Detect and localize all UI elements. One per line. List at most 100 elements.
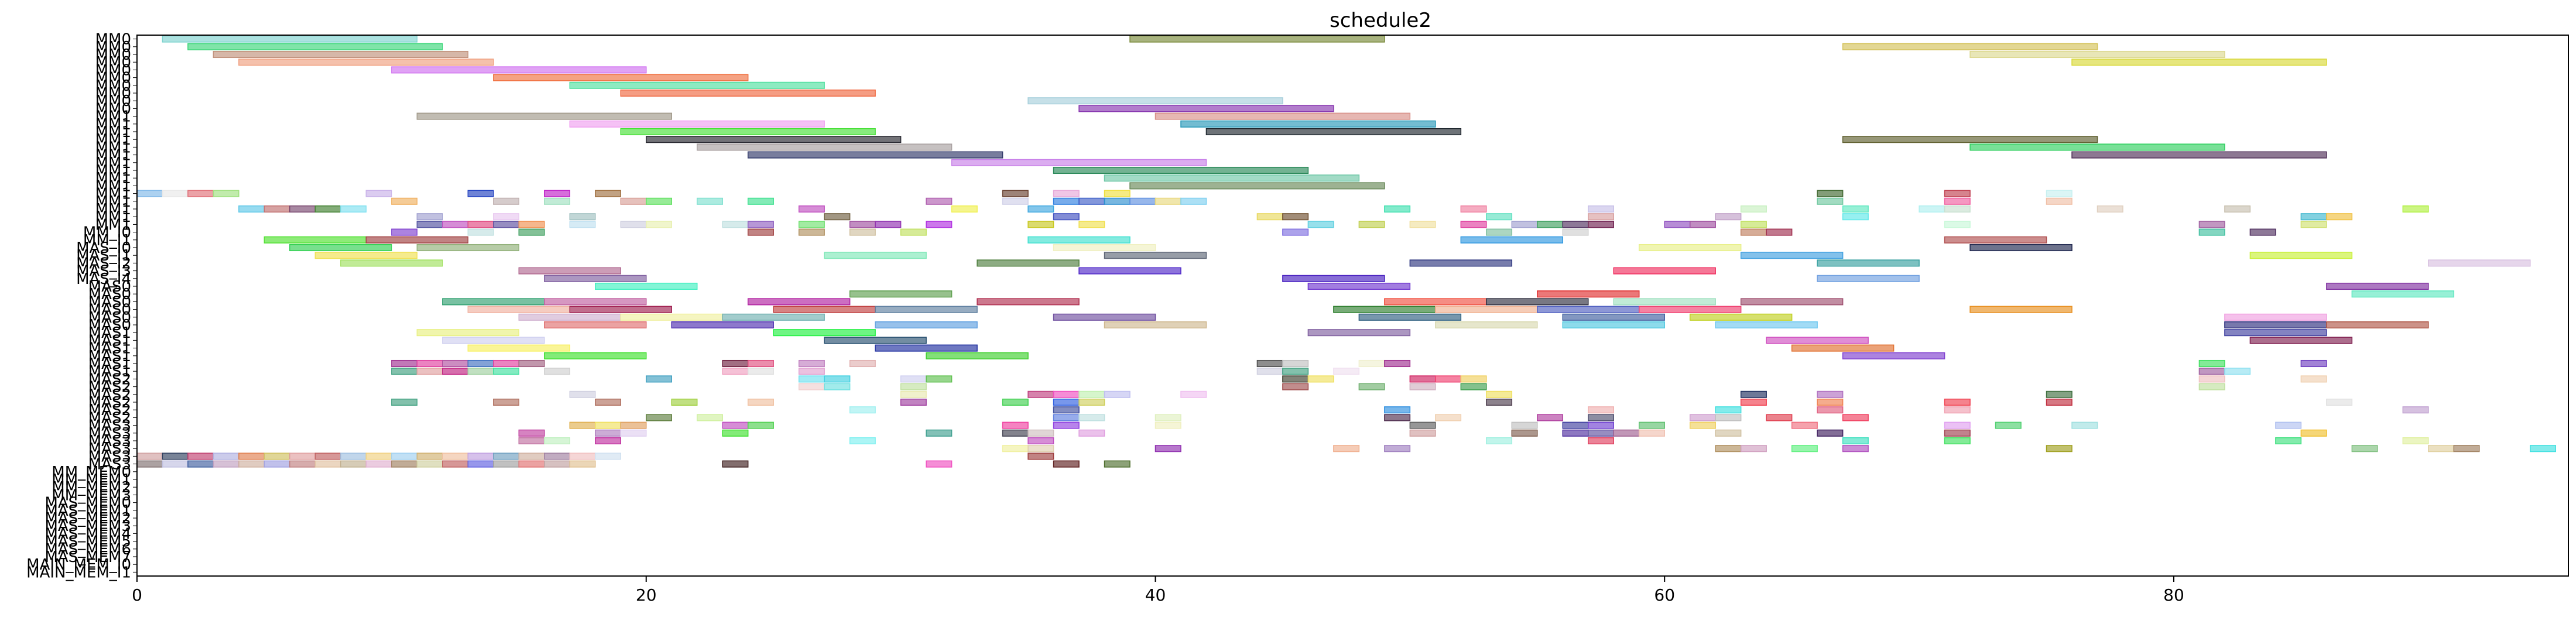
task-bar bbox=[1944, 406, 1971, 414]
task-bar bbox=[1715, 213, 1742, 221]
task-bar bbox=[1409, 259, 1513, 267]
task-bar bbox=[900, 398, 927, 406]
task-bar bbox=[977, 298, 1080, 306]
task-bar bbox=[569, 306, 672, 313]
task-bar bbox=[238, 453, 265, 460]
task-bar bbox=[1588, 437, 1614, 445]
task-bar bbox=[544, 298, 647, 306]
task-bar bbox=[645, 375, 672, 383]
task-bar bbox=[798, 221, 825, 228]
task-bar bbox=[2351, 290, 2455, 298]
task-bar bbox=[544, 368, 571, 375]
task-bar bbox=[162, 190, 189, 197]
y-tick-label: MM0 bbox=[95, 54, 131, 71]
task-bar bbox=[1384, 406, 1411, 414]
x-tick-label: 60 bbox=[1654, 585, 1675, 605]
task-bar bbox=[595, 421, 622, 429]
task-bar bbox=[2351, 445, 2378, 453]
task-bar bbox=[1689, 414, 1716, 421]
task-bar bbox=[544, 275, 647, 282]
task-bar bbox=[824, 252, 927, 259]
task-bar bbox=[391, 66, 647, 74]
task-bar bbox=[1104, 390, 1131, 398]
task-bar bbox=[467, 368, 494, 375]
task-bar bbox=[2428, 445, 2455, 453]
task-bar bbox=[849, 228, 876, 236]
task-bar bbox=[493, 368, 520, 375]
task-bar bbox=[595, 398, 622, 406]
task-bar bbox=[2071, 421, 2098, 429]
task-bar bbox=[162, 453, 189, 460]
task-bar bbox=[1384, 414, 1411, 421]
task-bar bbox=[569, 81, 825, 89]
task-bar bbox=[798, 359, 825, 368]
task-bar bbox=[926, 221, 953, 228]
task-bar bbox=[2326, 321, 2429, 329]
task-bar bbox=[747, 197, 774, 205]
task-bar bbox=[2326, 213, 2353, 221]
task-bar bbox=[1944, 236, 2047, 244]
task-bar bbox=[1842, 205, 1869, 213]
task-bar bbox=[365, 190, 392, 197]
task-bar bbox=[1002, 197, 1029, 205]
task-bar bbox=[467, 190, 494, 197]
task-bar bbox=[645, 197, 672, 205]
task-bar bbox=[747, 359, 774, 368]
task-bar bbox=[1053, 398, 1080, 406]
task-bar bbox=[1919, 205, 1945, 213]
task-bar bbox=[544, 321, 647, 329]
task-bar bbox=[442, 460, 469, 468]
task-bar bbox=[1104, 174, 1360, 182]
task-bar bbox=[620, 89, 876, 97]
task-bar bbox=[1435, 375, 1462, 383]
task-bar bbox=[1027, 437, 1054, 445]
task-bar bbox=[442, 359, 469, 368]
task-bar bbox=[1282, 213, 1309, 221]
task-bar bbox=[136, 190, 163, 197]
task-bar bbox=[1384, 205, 1411, 213]
y-tick-label: MAS_I2 bbox=[76, 255, 131, 272]
task-bar bbox=[544, 197, 571, 205]
task-bar bbox=[1588, 205, 1614, 213]
task-bar bbox=[263, 453, 290, 460]
task-bar bbox=[1638, 244, 1742, 252]
task-bar bbox=[1689, 313, 1793, 321]
task-bar bbox=[416, 213, 443, 221]
task-bar bbox=[849, 359, 876, 368]
task-bar bbox=[696, 143, 953, 151]
y-tick-label: MAS2 bbox=[88, 402, 131, 419]
task-bar bbox=[1460, 383, 1487, 390]
task-bar bbox=[391, 359, 418, 368]
y-tick-label: MAS_MEM7 bbox=[44, 549, 131, 566]
task-bar bbox=[2326, 282, 2429, 290]
task-bar bbox=[747, 398, 774, 406]
task-bar bbox=[1740, 445, 1767, 453]
task-bar bbox=[1027, 97, 1283, 105]
task-bar bbox=[1078, 267, 1181, 275]
task-bar bbox=[849, 437, 876, 445]
y-tick-label: MAS3 bbox=[88, 440, 131, 458]
task-bar bbox=[2300, 375, 2327, 383]
task-bar bbox=[238, 59, 494, 66]
task-bar bbox=[2300, 359, 2327, 368]
task-bar bbox=[1638, 306, 1742, 313]
task-bar bbox=[1689, 221, 1716, 228]
task-bar bbox=[2046, 445, 2073, 453]
task-bar bbox=[1486, 298, 1589, 306]
task-bar bbox=[493, 460, 520, 468]
task-bar bbox=[1944, 437, 1971, 445]
task-bar bbox=[2249, 228, 2276, 236]
task-bar bbox=[493, 453, 520, 460]
task-bar bbox=[1460, 221, 1487, 228]
task-bar bbox=[1460, 236, 1564, 244]
task-bar bbox=[493, 359, 520, 368]
task-bar bbox=[2198, 375, 2225, 383]
task-bar bbox=[467, 228, 494, 236]
task-bar bbox=[1078, 398, 1105, 406]
task-bar bbox=[722, 221, 749, 228]
y-tick-label: MAS_MEM4 bbox=[44, 525, 131, 543]
task-bar bbox=[977, 259, 1080, 267]
y-tick-label: MM_MEM0 bbox=[52, 464, 131, 481]
task-bar bbox=[1740, 390, 1767, 398]
task-bar bbox=[645, 136, 902, 143]
